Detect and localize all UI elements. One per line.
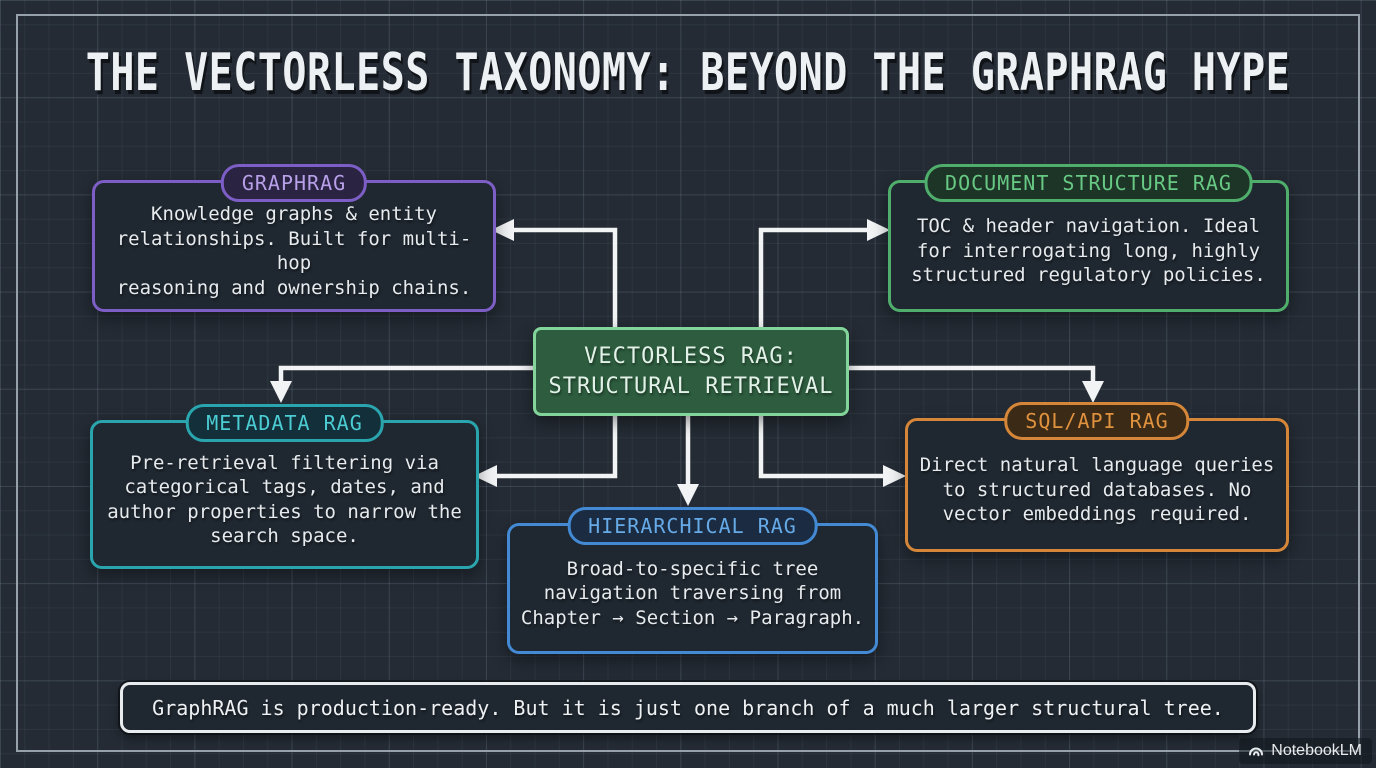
node-graphrag: GRAPHRAG Knowledge graphs & entity relat…	[92, 164, 496, 312]
node-vectorless-rag-label: VECTORLESS RAG: STRUCTURAL RETRIEVAL	[548, 343, 834, 399]
node-document-structure-body: TOC & header navigation. Ideal for inter…	[911, 215, 1266, 287]
arrow-center-to-graphrag	[512, 227, 618, 330]
node-graphrag-body: Knowledge graphs & entity relationships.…	[116, 203, 472, 299]
node-hierarchical-pill: HIERARCHICAL RAG	[567, 507, 818, 545]
node-vectorless-rag: VECTORLESS RAG: STRUCTURAL RETRIEVAL	[533, 327, 849, 416]
node-graphrag-label: GRAPHRAG	[241, 171, 347, 195]
node-sql-api: SQL/API RAG Direct natural language quer…	[905, 402, 1289, 552]
node-metadata: METADATA RAG Pre-retrieval filtering via…	[90, 404, 479, 569]
arrow-center-to-metadata-top	[278, 365, 540, 382]
node-sql-api-pill: SQL/API RAG	[1004, 402, 1190, 440]
node-hierarchical-label: HIERARCHICAL RAG	[588, 514, 797, 538]
arrow-center-to-document	[758, 227, 869, 330]
arrowhead-left-graphrag	[491, 219, 514, 241]
node-graphrag-pill: GRAPHRAG	[220, 164, 368, 202]
node-metadata-body: Pre-retrieval filtering via categorical …	[107, 451, 462, 548]
node-hierarchical-body: Broad-to-specific tree navigation traver…	[520, 557, 865, 629]
takeaway-banner: GraphRAG is production-ready. But it is …	[120, 682, 1256, 733]
notebooklm-logo-icon	[1249, 747, 1264, 757]
arrow-center-to-sqlapi-side	[758, 406, 885, 479]
page-title: THE VECTORLESS TAXONOMY: BEYOND THE GRAP…	[0, 43, 1376, 103]
notebooklm-watermark: NotebookLM	[1239, 738, 1372, 764]
arrowhead-down-metadata	[270, 381, 292, 403]
page-title-text: THE VECTORLESS TAXONOMY: BEYOND THE GRAP…	[85, 43, 1291, 103]
takeaway-banner-text: GraphRAG is production-ready. But it is …	[152, 695, 1224, 720]
arrowhead-right-document	[867, 219, 890, 241]
node-metadata-pill: METADATA RAG	[185, 404, 384, 442]
arrowhead-right-sqlapi	[883, 465, 906, 487]
arrow-center-to-sqlapi-top	[836, 365, 1096, 382]
node-document-structure-label: DOCUMENT STRUCTURE RAG	[945, 171, 1232, 195]
arrowhead-left-metadata	[474, 465, 497, 487]
arrow-center-to-metadata-side	[495, 406, 618, 479]
node-hierarchical: HIERARCHICAL RAG Broad-to-specific tree …	[507, 507, 878, 654]
arrowhead-down-sqlapi	[1082, 381, 1104, 403]
node-document-structure-pill: DOCUMENT STRUCTURE RAG	[924, 164, 1253, 202]
notebooklm-watermark-text: NotebookLM	[1271, 742, 1362, 759]
arrowhead-down-hierarchical	[677, 484, 699, 506]
node-sql-api-label: SQL/API RAG	[1025, 409, 1169, 433]
node-document-structure: DOCUMENT STRUCTURE RAG TOC & header navi…	[888, 164, 1289, 312]
node-metadata-label: METADATA RAG	[206, 411, 363, 435]
node-sql-api-body: Direct natural language queries to struc…	[919, 454, 1275, 526]
